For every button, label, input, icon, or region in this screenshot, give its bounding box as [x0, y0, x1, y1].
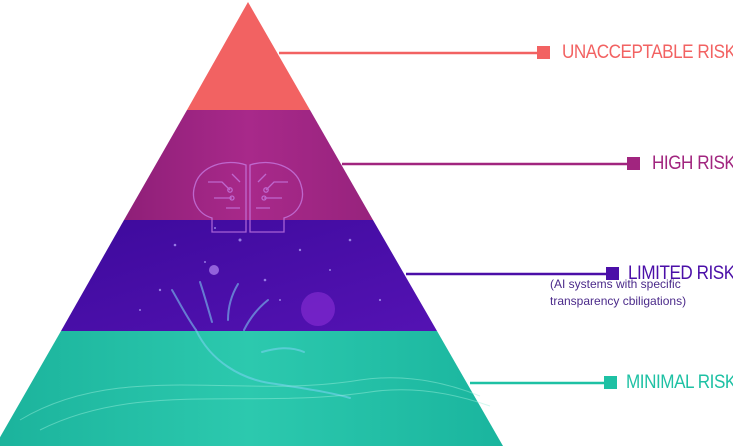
marker-high [627, 157, 640, 170]
tier-minimal [0, 331, 503, 446]
label-high-risk: HIGH RISK [652, 153, 733, 174]
tier-unacceptable [187, 2, 310, 110]
hand-icon [171, 281, 351, 399]
marker-unacceptable [537, 46, 550, 59]
marker-limited [606, 267, 619, 280]
tier-limited [61, 220, 437, 331]
wave-lines [19, 377, 491, 431]
label-unacceptable-risk: UNACCEPTABLE RISK [562, 42, 733, 63]
limited-risk-note: (AI systems with specific transparency c… [550, 277, 687, 308]
brain-circuit-icon [192, 161, 304, 233]
tier-high [124, 110, 373, 220]
glow-orb [301, 292, 335, 326]
sparkle-dots [139, 227, 382, 311]
marker-minimal [604, 376, 617, 389]
label-minimal-risk: MINIMAL RISK [626, 372, 733, 393]
label-limited-risk: LIMITED RISK [628, 263, 733, 284]
